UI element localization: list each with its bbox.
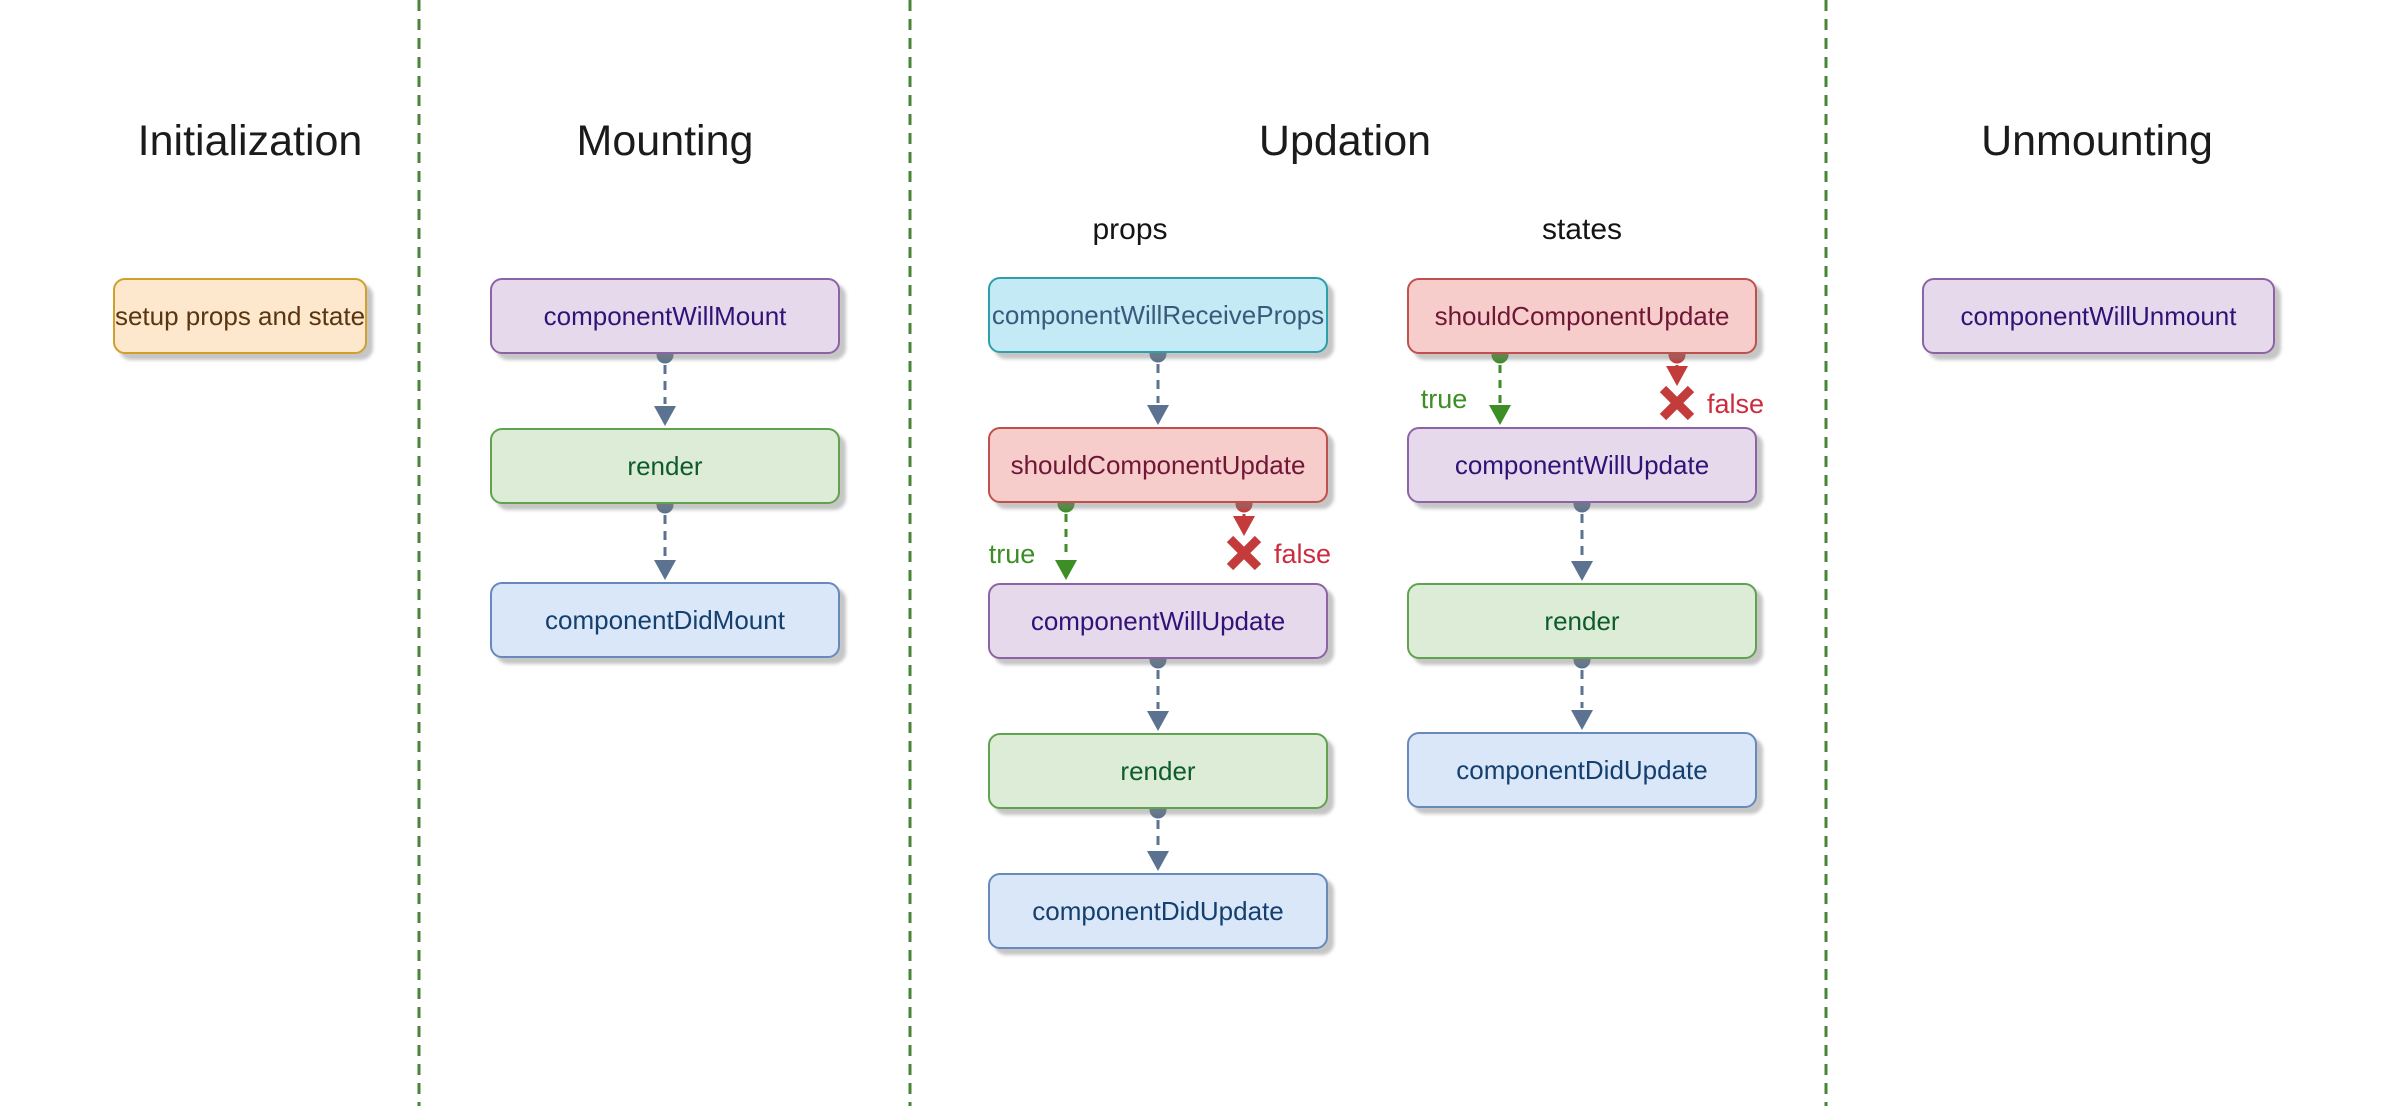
updation-props-node-component-did-update: componentDidUpdate: [988, 873, 1328, 949]
updation-props-node-component-will-update: componentWillUpdate: [988, 583, 1328, 659]
updation-states-flow-2-arrowhead-icon: [1571, 561, 1593, 581]
mounting-flow-1-arrowhead-icon: [654, 406, 676, 426]
updation-states-column-label: states: [1541, 213, 1623, 246]
updation-props-node-component-will-receive-props: componentWillReceiveProps: [988, 277, 1328, 353]
section-title-initialization: Initialization: [137, 117, 363, 165]
unmounting-node-component-will-unmount: componentWillUnmount: [1922, 278, 2275, 354]
updation-props-true-label: true: [988, 539, 1036, 569]
mounting-node-component-will-mount: componentWillMount: [490, 278, 840, 354]
updation-states-node-render: render: [1407, 583, 1757, 659]
section-title-mounting: Mounting: [576, 117, 754, 165]
section-title-unmounting: Unmounting: [1981, 117, 2213, 165]
updation-props-false-x-icon: [1226, 535, 1262, 571]
updation-props-node-should-component-update: shouldComponentUpdate: [988, 427, 1328, 503]
updation-states-false-label: false: [1707, 389, 1765, 419]
updation-props-flow-3-arrowhead-icon: [1147, 851, 1169, 871]
updation-states-node-should-component-update: shouldComponentUpdate: [1407, 278, 1757, 354]
updation-props-flow-2-arrowhead-icon: [1147, 711, 1169, 731]
updation-states-false-arrowhead-icon: [1666, 366, 1688, 386]
updation-states-true-label: true: [1420, 384, 1468, 414]
updation-props-flow-1-arrowhead-icon: [1147, 405, 1169, 425]
mounting-node-component-did-mount: componentDidMount: [490, 582, 840, 658]
updation-props-true-arrowhead-icon: [1055, 560, 1077, 580]
updation-props-column-label: props: [1092, 213, 1168, 246]
updation-states-node-component-will-update: componentWillUpdate: [1407, 427, 1757, 503]
updation-props-false-arrowhead-icon: [1233, 516, 1255, 536]
updation-states-false-x-icon: [1659, 385, 1695, 421]
section-title-updation: Updation: [1258, 117, 1432, 165]
updation-states-flow-3-arrowhead-icon: [1571, 710, 1593, 730]
mounting-node-render: render: [490, 428, 840, 504]
mounting-flow-2-arrowhead-icon: [654, 560, 676, 580]
updation-states-true-arrowhead-icon: [1489, 405, 1511, 425]
updation-states-node-component-did-update: componentDidUpdate: [1407, 732, 1757, 808]
updation-props-node-render: render: [988, 733, 1328, 809]
updation-props-false-label: false: [1274, 539, 1332, 569]
initialization-node-setup-props-and-state: setup props and state: [113, 278, 367, 354]
